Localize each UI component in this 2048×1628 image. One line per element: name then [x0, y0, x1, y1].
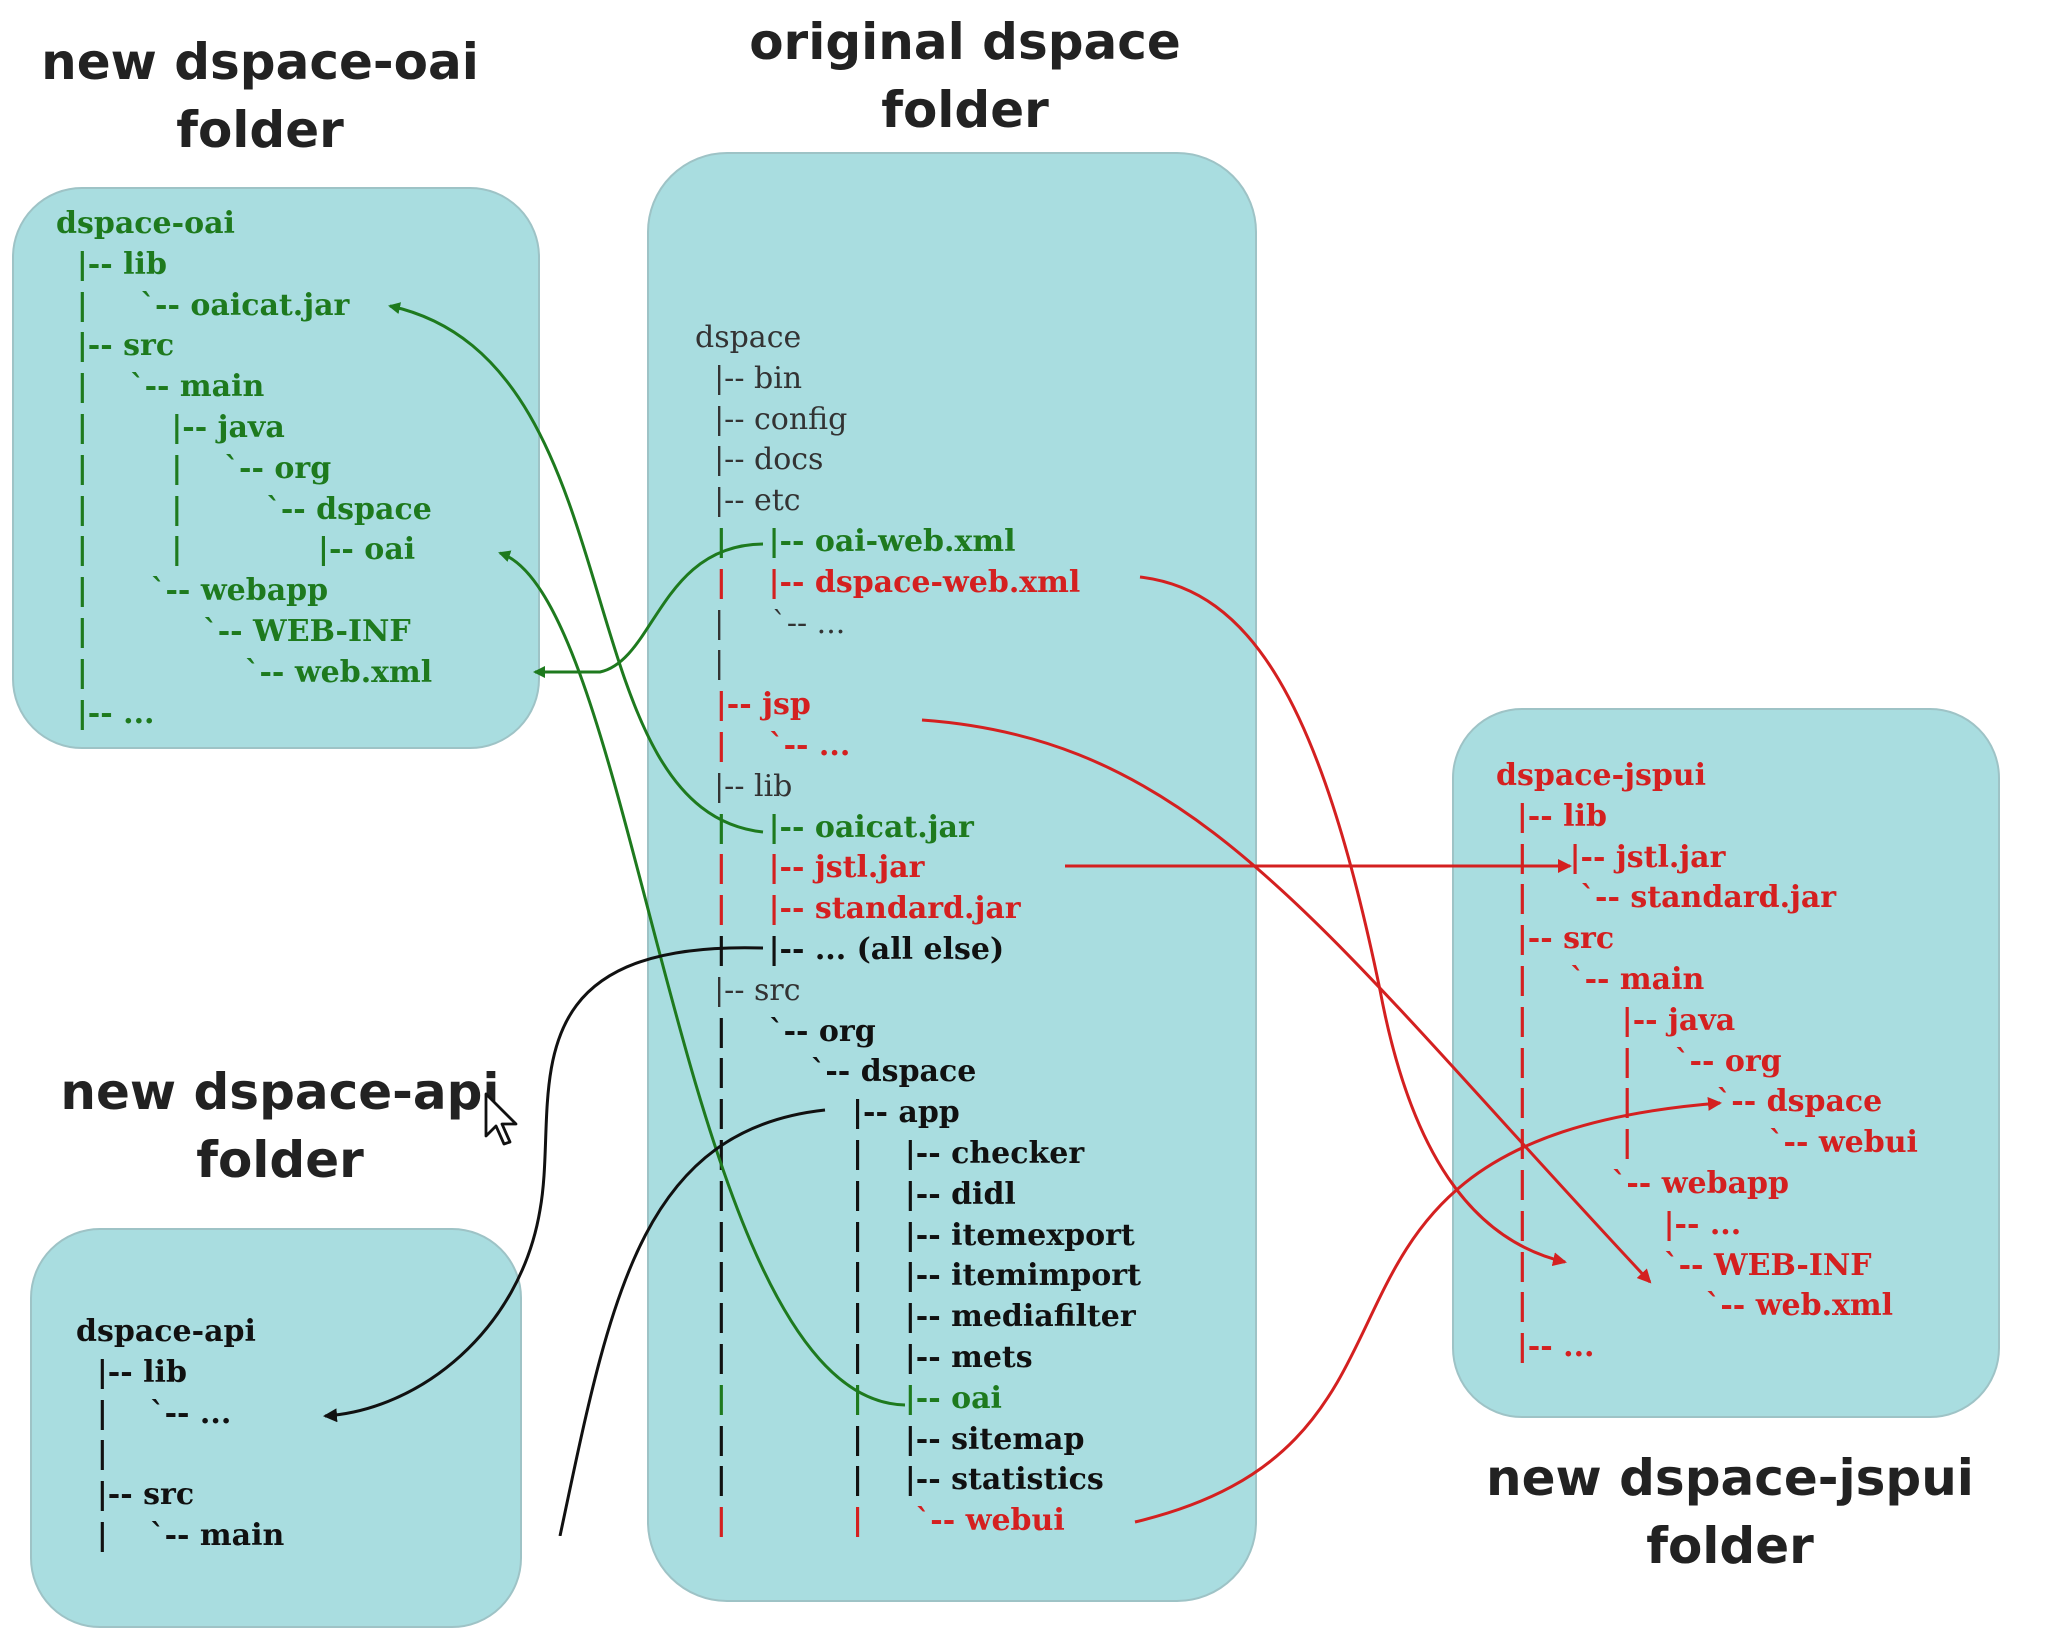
- tree-line: | `-- main: [1496, 961, 1705, 997]
- tree-line: | `-- web.xml: [56, 654, 433, 690]
- tree-line: | | |-- itemimport: [695, 1258, 1141, 1294]
- tree-line: | | `-- dspace: [1496, 1084, 1883, 1120]
- tree-line: |-- lib: [1496, 798, 1607, 834]
- arrow-dspace-web-xml: [1139, 575, 1567, 1267]
- tree-line: |-- lib: [76, 1354, 187, 1390]
- tree-line: dspace-api: [76, 1314, 256, 1349]
- tree-line: dspace-oai: [56, 206, 235, 241]
- tree-line: | `-- ...: [76, 1395, 232, 1431]
- tree-line: | `-- dspace: [695, 1054, 977, 1090]
- tree-line: |-- src: [76, 1477, 195, 1513]
- tree-line: | | |-- mediafilter: [695, 1299, 1136, 1335]
- tree-line: | | `-- webui: [695, 1503, 1065, 1539]
- tree-line: | | |-- didl: [695, 1176, 1016, 1212]
- tree-line: |-- lib: [695, 768, 793, 804]
- tree-line: | |-- jstl.jar: [695, 850, 925, 886]
- tree-line: |-- ...: [1496, 1329, 1595, 1365]
- tree-line: | | `-- org: [1496, 1043, 1782, 1079]
- tree-line: | | |-- itemexport: [695, 1217, 1135, 1253]
- arrow-jsp: [921, 718, 1652, 1284]
- tree-line: | |-- java: [1496, 1002, 1736, 1038]
- tree-line: | `-- org: [695, 1013, 876, 1049]
- tree-line: | `-- WEB-INF: [1496, 1247, 1872, 1283]
- tree-line: | `-- WEB-INF: [56, 613, 411, 649]
- dspace-oai-tree: dspace-oai |-- lib | `-- oaicat.jar |-- …: [56, 204, 432, 734]
- tree-line: | `-- main: [56, 369, 265, 405]
- tree-line: | `-- oaicat.jar: [56, 287, 350, 323]
- tree-line: |: [695, 646, 725, 682]
- tree-line: |-- jsp: [695, 687, 811, 723]
- tree-line: | `-- standard.jar: [1496, 880, 1837, 916]
- arrow-oai-web-xml: [533, 542, 764, 678]
- tree-line: |-- src: [56, 328, 175, 364]
- tree-line: |-- etc: [695, 483, 801, 519]
- heading-line: original dspace: [749, 13, 1181, 71]
- tree-line: |-- src: [1496, 921, 1615, 957]
- original-dspace-tree: dspace |-- bin |-- config |-- docs |-- e…: [695, 318, 1141, 1542]
- tree-line: |-- bin: [695, 360, 803, 396]
- arrow-all-else: [323, 946, 764, 1423]
- tree-line: |-- ...: [56, 695, 155, 731]
- dspace-jspui-box: [1452, 708, 2000, 1418]
- tree-line: |-- config: [695, 401, 848, 437]
- heading-line: folder: [196, 1131, 364, 1189]
- tree-line: | `-- ...: [695, 727, 851, 763]
- heading-line: new dspace-jspui: [1486, 1449, 1974, 1507]
- mouse-cursor-icon: [484, 1092, 518, 1146]
- tree-line: | | `-- dspace: [56, 491, 432, 527]
- tree-line: | | `-- webui: [1496, 1125, 1918, 1161]
- dspace-api-tree: dspace-api |-- lib | `-- ... | |-- src |…: [76, 1312, 284, 1557]
- arrows-layer: [323, 302, 1722, 1536]
- tree-line: | |-- standard.jar: [695, 891, 1021, 927]
- tree-line: | |-- ... (all else): [695, 931, 1005, 967]
- heading-new-dspace-api: new dspace-api folder: [40, 1058, 520, 1194]
- heading-line: folder: [881, 81, 1049, 139]
- tree-line: | | |-- checker: [695, 1135, 1085, 1171]
- tree-line: | | |-- oai: [56, 532, 416, 568]
- tree-line: |-- lib: [56, 246, 167, 282]
- heading-new-dspace-oai: new dspace-oai folder: [20, 28, 500, 164]
- dspace-jspui-tree: dspace-jspui |-- lib | |-- jstl.jar | `-…: [1496, 756, 1918, 1368]
- tree-line: |-- src: [695, 972, 801, 1008]
- tree-line: | |-- ...: [1496, 1206, 1742, 1242]
- tree-line: dspace-jspui: [1496, 758, 1707, 793]
- tree-line: | |-- dspace-web.xml: [695, 564, 1081, 600]
- tree-line: | |-- app: [695, 1095, 960, 1131]
- arrow-oaicat-jar: [388, 302, 764, 834]
- heading-line: new dspace-oai: [41, 33, 479, 91]
- tree-line: | | `-- org: [56, 450, 332, 486]
- tree-line: | |-- java: [56, 409, 285, 445]
- heading-line: folder: [176, 101, 344, 159]
- tree-line: | | |-- sitemap: [695, 1421, 1085, 1457]
- tree-line: |-- docs: [695, 442, 824, 478]
- heading-line: new dspace-api: [60, 1063, 500, 1121]
- tree-line: | `-- webapp: [1496, 1165, 1789, 1201]
- tree-line: | |-- jstl.jar: [1496, 839, 1726, 875]
- original-dspace-box: [647, 152, 1257, 1602]
- dspace-oai-box: [12, 187, 540, 749]
- arrow-oai-package: [498, 550, 906, 1407]
- tree-line: | | |-- mets: [695, 1339, 1033, 1375]
- tree-line: | | |-- statistics: [695, 1462, 1104, 1498]
- tree-line: | | |-- oai: [695, 1380, 1002, 1416]
- heading-original-dspace: original dspace folder: [720, 8, 1210, 144]
- tree-line: | |-- oaicat.jar: [695, 809, 974, 845]
- tree-line: | |-- oai-web.xml: [695, 523, 1016, 559]
- tree-line: | `-- web.xml: [1496, 1288, 1894, 1324]
- arrow-webui: [1134, 1096, 1722, 1524]
- arrow-app-package: [558, 1108, 826, 1536]
- tree-line: |: [76, 1436, 108, 1472]
- tree-line: | `-- webapp: [56, 573, 329, 609]
- tree-line: | `-- ...: [695, 605, 846, 641]
- tree-line: dspace: [695, 320, 802, 355]
